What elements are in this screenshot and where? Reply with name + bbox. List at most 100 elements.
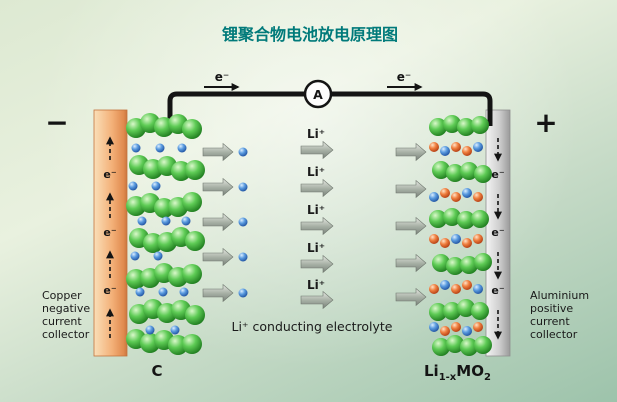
- oxide-sphere: [440, 326, 450, 336]
- caption-line: current: [42, 315, 82, 328]
- li-ion-label: Li⁺: [307, 165, 325, 179]
- oxide-sphere: [451, 284, 461, 294]
- cathode-label-sub1: 1-x: [439, 372, 457, 383]
- ion-arrow-icon: [202, 212, 234, 232]
- metal-oxide-sphere: [429, 303, 447, 321]
- electron-label: e⁻: [103, 226, 116, 239]
- ion-arrow-icon: [300, 140, 334, 160]
- lithium-ion-sphere: [238, 288, 248, 298]
- lithium-ion-sphere: [429, 322, 439, 332]
- lithium-ion-sphere: [238, 217, 248, 227]
- electron-flow-label-left: e⁻: [215, 70, 229, 84]
- metal-oxide-sphere: [474, 336, 492, 354]
- cathode-label-base2: MO: [456, 362, 484, 380]
- metal-oxide-sphere: [446, 257, 464, 275]
- metal-oxide-sphere: [446, 164, 464, 182]
- lithium-ion-sphere: [161, 216, 171, 226]
- electrolyte-caption: Li⁺ conducting electrolyte: [232, 319, 393, 334]
- metal-oxide-sphere: [474, 165, 492, 183]
- metal-oxide-sphere: [443, 302, 461, 320]
- metal-oxide-sphere: [457, 299, 475, 317]
- oxide-sphere: [462, 146, 472, 156]
- oxide-sphere: [440, 188, 450, 198]
- lithium-ion-sphere: [440, 146, 450, 156]
- negative-terminal: −: [45, 106, 68, 139]
- cathode-label-sub2: 2: [484, 372, 491, 383]
- carbon-sphere: [182, 264, 202, 284]
- anode-carbon-spheres: [126, 113, 205, 355]
- caption-line: collector: [530, 328, 578, 341]
- metal-oxide-sphere: [432, 338, 450, 356]
- oxide-sphere: [473, 322, 483, 332]
- metal-oxide-sphere: [471, 210, 489, 228]
- anode-label: C: [151, 362, 162, 380]
- li-ion-labels: Li⁺ Li⁺ Li⁺ Li⁺ Li⁺: [307, 127, 325, 292]
- metal-oxide-sphere: [457, 211, 475, 229]
- lithium-ion-sphere: [128, 181, 138, 191]
- ion-arrow-icon: [202, 177, 234, 197]
- aluminium-collector-bar: [485, 109, 511, 357]
- carbon-sphere: [182, 334, 202, 354]
- lithium-ion-sphere: [170, 325, 180, 335]
- aluminium-collector-caption: Aluminium positive current collector: [530, 289, 589, 341]
- oxide-sphere: [440, 238, 450, 248]
- li-ion-label: Li⁺: [307, 241, 325, 255]
- caption-line: Aluminium: [530, 289, 589, 302]
- oxide-sphere: [462, 280, 472, 290]
- ion-arrow-icon: [395, 179, 427, 199]
- metal-oxide-sphere: [443, 208, 461, 226]
- page-title: 锂聚合物电池放电原理图: [222, 25, 398, 44]
- cathode-metal-oxide-spheres: [429, 115, 492, 356]
- oxide-sphere: [429, 142, 439, 152]
- electron-label: e⁻: [491, 284, 504, 297]
- aluminium-electron-flow: e⁻ e⁻ e⁻: [491, 138, 505, 340]
- ion-arrow-icon: [395, 216, 427, 236]
- ion-arrow-icon: [300, 178, 334, 198]
- electron-label: e⁻: [103, 284, 116, 297]
- lithium-ion-sphere: [151, 181, 161, 191]
- ion-arrow-icon: [202, 142, 234, 162]
- lithium-ion-sphere: [473, 284, 483, 294]
- lithium-ion-sphere: [429, 192, 439, 202]
- lithium-ion-sphere: [153, 251, 163, 261]
- copper-collector-caption: Copper negative current collector: [42, 289, 90, 341]
- caption-line: current: [530, 315, 570, 328]
- lithium-ion-sphere: [238, 147, 248, 157]
- ammeter-label: A: [313, 87, 323, 102]
- li-ion-label: Li⁺: [307, 127, 325, 141]
- caption-line: negative: [42, 302, 90, 315]
- metal-oxide-sphere: [432, 254, 450, 272]
- ion-arrow-icon: [300, 216, 334, 236]
- oxide-sphere: [451, 322, 461, 332]
- lithium-ion-sphere: [135, 287, 145, 297]
- ion-migration-arrows: [202, 140, 427, 310]
- ion-arrow-icon: [395, 253, 427, 273]
- lithium-ion-sphere: [238, 182, 248, 192]
- ion-arrow-icon: [395, 287, 427, 307]
- metal-oxide-sphere: [471, 302, 489, 320]
- metal-oxide-sphere: [474, 253, 492, 271]
- ion-arrow-icon: [202, 247, 234, 267]
- metal-oxide-sphere: [460, 338, 478, 356]
- metal-oxide-sphere: [460, 256, 478, 274]
- carbon-sphere: [185, 160, 205, 180]
- lithium-ion-sphere: [473, 142, 483, 152]
- lithium-ion-sphere: [137, 216, 147, 226]
- ion-arrow-icon: [202, 283, 234, 303]
- cathode-label-base1: Li: [424, 362, 439, 380]
- caption-line: collector: [42, 328, 90, 341]
- metal-oxide-sphere: [471, 116, 489, 134]
- oxide-sphere: [429, 284, 439, 294]
- metal-oxide-sphere: [429, 210, 447, 228]
- lithium-ion-sphere: [238, 252, 248, 262]
- cathode-label: Li1-xMO2: [424, 362, 491, 383]
- lithium-ion-sphere: [451, 234, 461, 244]
- lithium-ion-sphere: [462, 326, 472, 336]
- electron-label: e⁻: [103, 168, 116, 181]
- metal-oxide-sphere: [460, 162, 478, 180]
- lithium-ion-sphere: [155, 143, 165, 153]
- caption-line: positive: [530, 302, 573, 315]
- caption-line: Copper: [42, 289, 82, 302]
